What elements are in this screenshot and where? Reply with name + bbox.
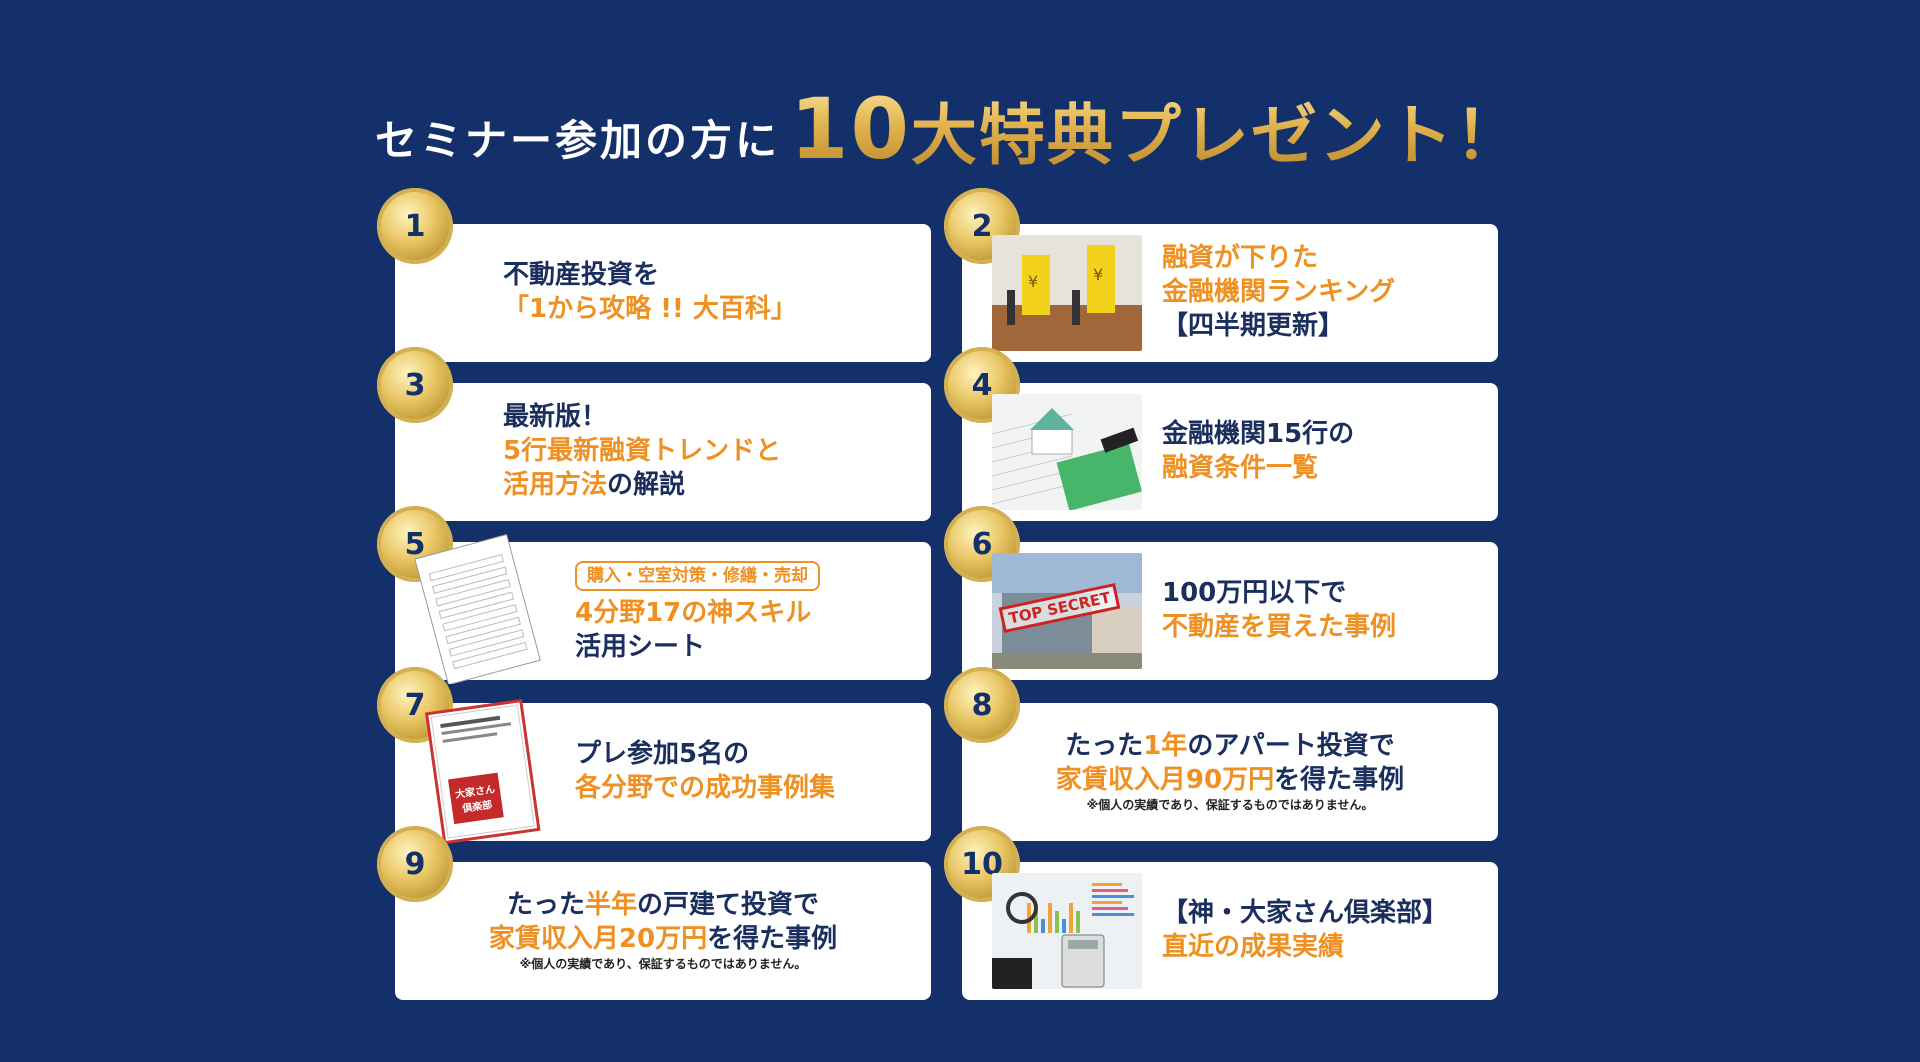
- top-secret-house-photo-image: TOP SECRET: [992, 553, 1142, 669]
- body-text: を得た事例: [1274, 765, 1405, 796]
- text-line: 5行最新融資トレンドと: [503, 435, 781, 469]
- highlight-text: 融資が下りた: [1162, 243, 1319, 274]
- benefit-text: 最新版！5行最新融資トレンドと活用方法の解説: [503, 401, 781, 502]
- gold-medal-badge: 8: [944, 667, 1020, 743]
- text-line: 融資が下りた: [1162, 242, 1395, 276]
- body-text: 【四半期更新】: [1162, 310, 1345, 341]
- benefit-text: たった1年のアパート投資で家賃収入月90万円を得た事例※個人の実績であり、保証す…: [962, 730, 1498, 813]
- highlight-text: 半年: [584, 890, 637, 921]
- text-line: 最新版！: [503, 401, 781, 435]
- title-number: 10: [790, 80, 911, 178]
- body-text: のアパート投資で: [1187, 731, 1395, 762]
- text-line: 金融機関ランキング: [1162, 276, 1395, 310]
- highlight-text: 「1から攻略 !! 大百科」: [503, 294, 797, 324]
- body-text: の解説: [607, 469, 686, 500]
- disclaimer-note: ※個人の実績であり、保証するものではありません。: [1086, 798, 1374, 812]
- text-line: 活用方法の解説: [503, 469, 781, 503]
- highlight-text: 金融機関ランキング: [1162, 277, 1396, 308]
- text-line: 金融機関15行の: [1162, 418, 1354, 452]
- body-text: を得た事例: [707, 924, 838, 955]
- highlight-text: 融資条件一覧: [1162, 453, 1319, 483]
- benefit-card-8: [962, 703, 1498, 841]
- text-line: 直近の成果実績: [1162, 931, 1448, 965]
- title-highlight: 10大特典プレゼント！: [790, 80, 1523, 178]
- body-text: の戸建て投資で: [637, 890, 820, 921]
- title-lead: セミナー参加の方に: [375, 116, 781, 165]
- text-line: 【神・大家さん倶楽部】: [1162, 897, 1448, 931]
- highlight-text: 5行最新融資トレンドと: [503, 436, 782, 467]
- body-text: 100万円以下で: [1162, 578, 1347, 609]
- text-line: 融資条件一覧: [1162, 452, 1354, 486]
- title-rest: 大特典プレゼント！: [910, 97, 1523, 174]
- body-text: 不動産投資を: [503, 260, 660, 291]
- benefit-text: 100万円以下で不動産を買えた事例: [1162, 577, 1396, 645]
- text-line: 4分野17の神スキル: [575, 597, 820, 631]
- body-text: 金融機関15行の: [1162, 419, 1355, 450]
- benefit-card-1: [395, 224, 931, 362]
- body-text: 【神・大家さん倶楽部】: [1162, 898, 1449, 929]
- benefit-card-9: [395, 862, 931, 1000]
- text-line: 「1から攻略 !! 大百科」: [503, 293, 797, 327]
- text-line: プレ参加5名の: [575, 738, 835, 772]
- page-title: セミナー参加の方に 10大特典プレゼント！: [375, 80, 1525, 178]
- disclaimer-note: ※個人の実績であり、保証するものではありません。: [519, 957, 807, 971]
- category-pill: 購入・空室対策・修繕・売却: [575, 561, 820, 592]
- highlight-text: 4分野17の神スキル: [575, 598, 812, 629]
- gold-medal-badge: 9: [377, 826, 453, 902]
- text-line: 不動産投資を: [503, 259, 797, 293]
- booklet-title: 大家さん倶楽部: [454, 784, 496, 815]
- gold-medal-badge: 3: [377, 347, 453, 423]
- gold-medal-badge: 1: [377, 188, 453, 264]
- benefit-text: 金融機関15行の融資条件一覧: [1162, 418, 1354, 486]
- body-text: 最新版！: [503, 402, 608, 433]
- benefit-text: 【神・大家さん倶楽部】直近の成果実績: [1162, 897, 1448, 965]
- body-text: たった: [1065, 731, 1144, 762]
- highlight-text: 1年: [1143, 731, 1188, 762]
- bank-ranking-photo-image: ¥¥: [992, 235, 1142, 351]
- text-line: たった半年の戸建て投資で: [395, 889, 931, 923]
- benefit-card-3: [395, 383, 931, 521]
- highlight-text: 家賃収入月20万円: [488, 924, 708, 955]
- highlight-text: 直近の成果実績: [1162, 932, 1345, 962]
- text-line: 【四半期更新】: [1162, 310, 1395, 344]
- case-study-booklet-image: 大家さん倶楽部: [415, 695, 545, 845]
- benefit-text: 融資が下りた金融機関ランキング【四半期更新】: [1162, 242, 1395, 343]
- house-calendar-photo-image: [992, 394, 1142, 510]
- body-text: プレ参加5名の: [575, 739, 750, 770]
- benefit-text: たった半年の戸建て投資で家賃収入月20万円を得た事例※個人の実績であり、保証する…: [395, 889, 931, 972]
- svg-text:¥: ¥: [1028, 272, 1038, 291]
- text-line: 不動産を買えた事例: [1162, 611, 1396, 645]
- text-line: たった1年のアパート投資で: [962, 730, 1498, 764]
- highlight-text: 各分野での成功事例集: [575, 773, 836, 803]
- text-line: 家賃収入月20万円を得た事例: [395, 923, 931, 957]
- text-line: 活用シート: [575, 631, 820, 665]
- svg-text:¥: ¥: [1093, 265, 1103, 284]
- body-text: 活用シート: [575, 632, 706, 663]
- highlight-text: 不動産を買えた事例: [1162, 612, 1397, 642]
- highlight-text: 家賃収入月90万円: [1055, 765, 1275, 796]
- highlight-text: 活用方法: [503, 469, 608, 500]
- text-line: 100万円以下で: [1162, 577, 1396, 611]
- benefit-text: 不動産投資を「1から攻略 !! 大百科」: [503, 259, 797, 327]
- charts-calculator-photo-image: [992, 873, 1142, 989]
- text-line: 家賃収入月90万円を得た事例: [962, 764, 1498, 798]
- body-text: たった: [506, 890, 585, 921]
- text-line: 各分野での成功事例集: [575, 772, 835, 806]
- benefit-text: プレ参加5名の各分野での成功事例集: [575, 738, 835, 806]
- benefit-text: 購入・空室対策・修繕・売却 4分野17の神スキル活用シート: [575, 557, 820, 665]
- skill-sheet-document-image: [414, 533, 545, 686]
